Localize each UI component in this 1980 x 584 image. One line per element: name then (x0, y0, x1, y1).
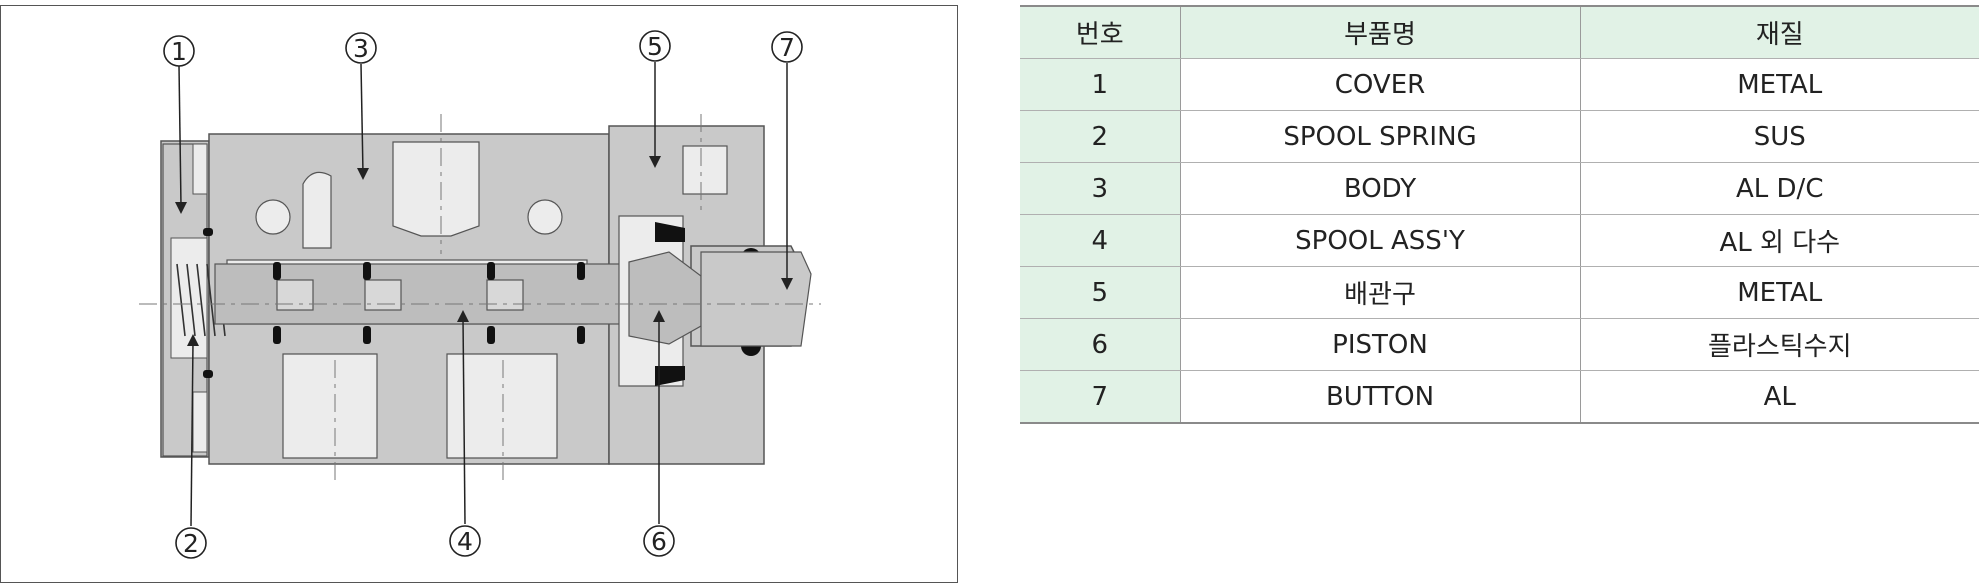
callout-2: 2 (175, 527, 207, 559)
table-header-row: 번호 부품명 재질 (1020, 5, 1979, 59)
svg-text:5: 5 (647, 32, 663, 61)
callout-7: 7 (771, 31, 803, 63)
row-material: METAL (1579, 58, 1979, 111)
table-row: 1 COVER METAL (1020, 58, 1979, 111)
svg-text:4: 4 (457, 527, 473, 556)
button (700, 251, 812, 347)
spool-spring (176, 263, 226, 337)
row-number: 7 (1020, 370, 1181, 424)
svg-text:6: 6 (651, 527, 667, 556)
callout-1: 1 (163, 35, 195, 67)
row-material: AL 외 다수 (1579, 214, 1979, 267)
cover (162, 143, 208, 457)
row-part-name: SPOOL ASS'Y (1179, 214, 1581, 267)
valve-cross-section-diagram: 1 3 5 7 2 4 6 (0, 5, 958, 583)
table-row: 6 PISTON 플라스틱수지 (1020, 318, 1979, 371)
callouts: 1 3 5 7 2 4 6 (163, 30, 803, 559)
row-number: 1 (1020, 58, 1181, 111)
svg-text:3: 3 (353, 34, 369, 63)
center-lines (139, 114, 821, 486)
spool-assembly (214, 263, 626, 325)
row-material: 플라스틱수지 (1579, 318, 1979, 371)
row-part-name: BUTTON (1179, 370, 1581, 424)
row-number: 2 (1020, 110, 1181, 163)
callout-4: 4 (449, 525, 481, 557)
o-rings (203, 228, 585, 378)
svg-text:7: 7 (779, 33, 795, 62)
table-row: 7 BUTTON AL (1020, 370, 1979, 424)
row-number: 5 (1020, 266, 1181, 319)
callout-5: 5 (639, 30, 671, 62)
header-part-name: 부품명 (1179, 5, 1581, 59)
table-row: 3 BODY AL D/C (1020, 162, 1979, 215)
header-number: 번호 (1020, 5, 1181, 59)
header-material: 재질 (1579, 5, 1979, 59)
valve-drawing: 1 3 5 7 2 4 6 (139, 30, 821, 559)
svg-text:1: 1 (171, 37, 187, 66)
table-row: 2 SPOOL SPRING SUS (1020, 110, 1979, 163)
svg-text:2: 2 (183, 529, 199, 558)
row-material: METAL (1579, 266, 1979, 319)
row-part-name: PISTON (1179, 318, 1581, 371)
row-number: 6 (1020, 318, 1181, 371)
row-part-name: BODY (1179, 162, 1581, 215)
row-number: 3 (1020, 162, 1181, 215)
callout-3: 3 (345, 32, 377, 64)
parts-table: 번호 부품명 재질 1 COVER METAL 2 SPOOL SPRING S… (1020, 5, 1979, 424)
row-part-name: COVER (1179, 58, 1581, 111)
row-material: SUS (1579, 110, 1979, 163)
callout-6: 6 (643, 525, 675, 557)
arrowheads (175, 156, 793, 346)
row-number: 4 (1020, 214, 1181, 267)
leader-lines (178, 62, 788, 527)
row-material: AL (1579, 370, 1979, 424)
row-material: AL D/C (1579, 162, 1979, 215)
row-part-name: 배관구 (1179, 266, 1581, 319)
row-part-name: SPOOL SPRING (1179, 110, 1581, 163)
table-row: 5 배관구 METAL (1020, 266, 1979, 319)
table-row: 4 SPOOL ASS'Y AL 외 다수 (1020, 214, 1979, 267)
